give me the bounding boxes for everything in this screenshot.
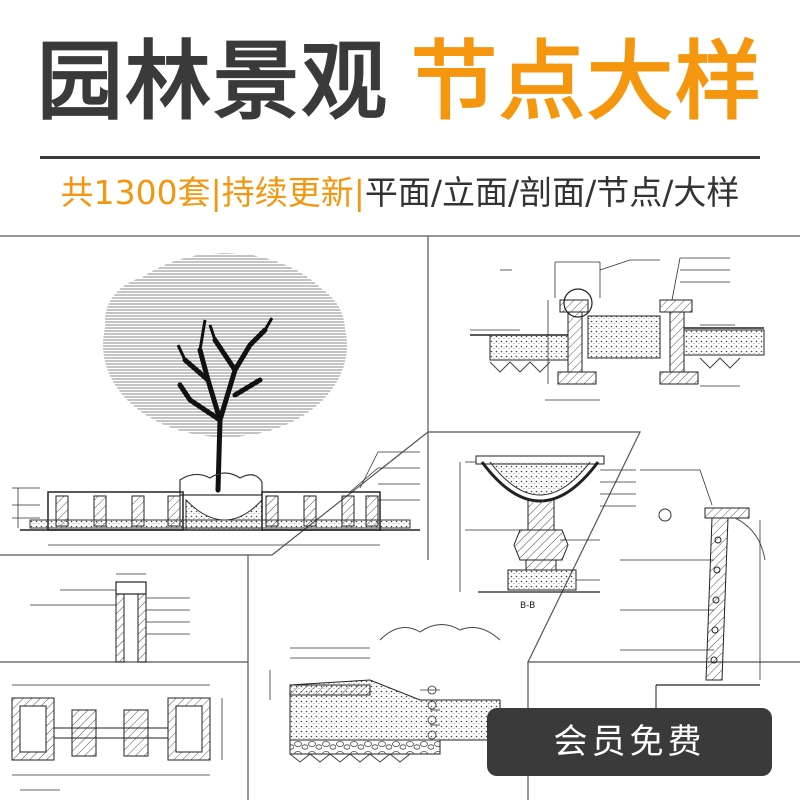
wall-coping-detail	[30, 573, 190, 663]
subtitle-count: 共1300套|持续更新|	[60, 173, 365, 212]
subtitle-types: 平面/立面/剖面/节点/大样	[364, 173, 740, 212]
tree-icon	[103, 253, 347, 493]
title-divider	[40, 156, 760, 159]
title-part-accent: 节点大样	[411, 32, 763, 132]
page-title: 园林景观节点大样	[0, 22, 800, 142]
wall-plan-detail	[11, 684, 223, 791]
title-part-dark: 园林景观	[37, 32, 389, 132]
paving-section	[269, 624, 501, 763]
flower-bowl-pedestal-section: B-B	[459, 455, 636, 611]
member-free-badge[interactable]: 会员免费	[487, 708, 772, 776]
subtitle: 共1300套|持续更新|平面/立面/剖面/节点/大样	[0, 166, 800, 220]
pool-edge-section	[470, 257, 765, 401]
tree-planter-elevation	[12, 253, 420, 546]
retaining-wall-section	[620, 469, 766, 720]
section-label-b-b: B-B	[520, 601, 535, 611]
